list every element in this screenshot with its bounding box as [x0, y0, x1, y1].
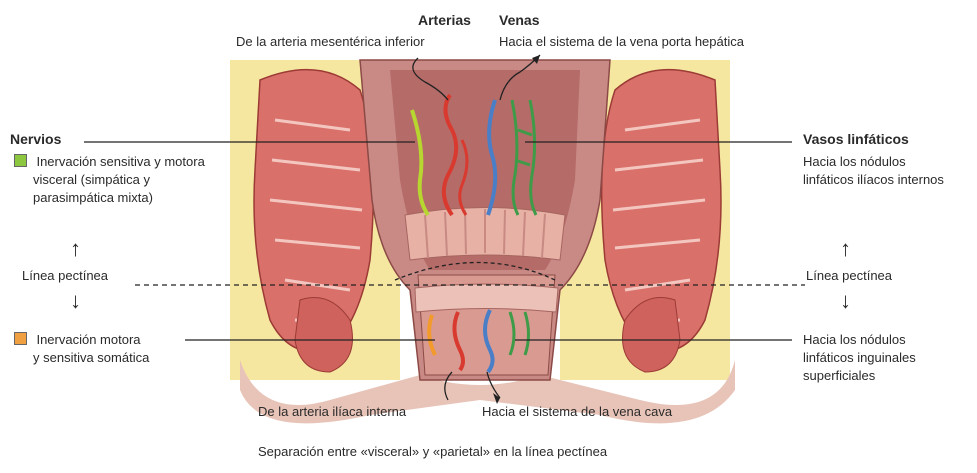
visceral-line-1: Inervación sensitiva y motora: [36, 154, 204, 169]
somatic-swatch: [14, 332, 27, 345]
venas-title: Venas: [499, 12, 539, 29]
up-arrow-left: ↑: [70, 238, 81, 260]
somatic-line-2: y sensitiva somática: [33, 349, 149, 366]
arterias-title: Arterias: [418, 12, 471, 29]
somatic-line-1: Inervación motora: [36, 332, 140, 347]
bottom-left-label: De la arteria ilíaca interna: [258, 403, 406, 420]
lower-canal-band: [415, 284, 558, 312]
vasos-upper-line-1: Hacia los nódulos: [803, 153, 906, 170]
pectinate-right-label: Línea pectínea: [806, 267, 892, 284]
venas-subtitle: Hacia el sistema de la vena porta hepáti…: [499, 33, 744, 50]
up-arrow-right: ↑: [840, 238, 851, 260]
vasos-title: Vasos linfáticos: [803, 131, 909, 148]
somatic-legend: Inervación motora: [14, 331, 141, 349]
bottom-right-label: Hacia el sistema de la vena cava: [482, 403, 672, 420]
nervios-title: Nervios: [10, 131, 61, 148]
visceral-swatch: [14, 154, 27, 167]
visceral-line-3: parasimpática mixta): [33, 189, 153, 206]
down-arrow-right: ↓: [840, 290, 851, 312]
visceral-legend: Inervación sensitiva y motora: [14, 153, 205, 171]
vasos-upper-line-2: linfáticos ilíacos internos: [803, 171, 944, 188]
pectinate-left-label: Línea pectínea: [22, 267, 108, 284]
arterias-subtitle: De la arteria mesentérica inferior: [236, 33, 425, 50]
down-arrow-left: ↓: [70, 290, 81, 312]
vasos-lower-line-3: superficiales: [803, 367, 875, 384]
visceral-line-2: visceral (simpática y: [33, 171, 150, 188]
figure-caption: Separación entre «visceral» y «parietal»…: [258, 443, 607, 460]
vasos-lower-line-2: linfáticos inguinales: [803, 349, 916, 366]
vasos-lower-line-1: Hacia los nódulos: [803, 331, 906, 348]
